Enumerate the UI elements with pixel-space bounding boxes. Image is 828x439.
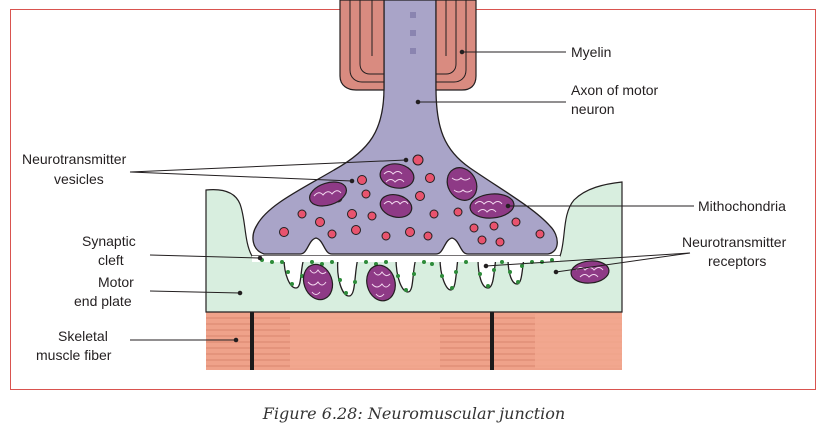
label-endplate-line1: Motor (98, 274, 134, 290)
label-mitochondria: Mithochondria (698, 198, 786, 214)
label-endplate-line2: end plate (74, 293, 132, 309)
leader-lines (129, 49, 694, 343)
junctional-folds (252, 256, 560, 297)
skeletal-muscle-fiber (206, 312, 622, 370)
label-vesicles-line1: Neurotransmitter (22, 151, 127, 167)
myelin-sheath (339, 0, 477, 91)
label-myelin: Myelin (571, 44, 611, 60)
label-axon-line2: neuron (571, 101, 615, 117)
synaptic-vesicles (279, 154, 545, 247)
label-cleft-line2: cleft (98, 252, 124, 268)
terminal-mitochondria (309, 163, 515, 219)
label-receptors-line2: receptors (708, 253, 766, 269)
label-axon-line1: Axon of motor (571, 82, 658, 98)
figure-caption: Figure 6.28: Neuromuscular junction (262, 404, 566, 423)
label-vesicles-line2: vesicles (54, 171, 104, 187)
label-receptors-line1: Neurotransmitter (682, 234, 787, 250)
label-cleft-line1: Synaptic (82, 233, 136, 249)
label-muscle-line1: Skeletal (58, 328, 108, 344)
muscle-mitochondria (302, 260, 610, 302)
label-muscle-line2: muscle fiber (36, 347, 112, 363)
